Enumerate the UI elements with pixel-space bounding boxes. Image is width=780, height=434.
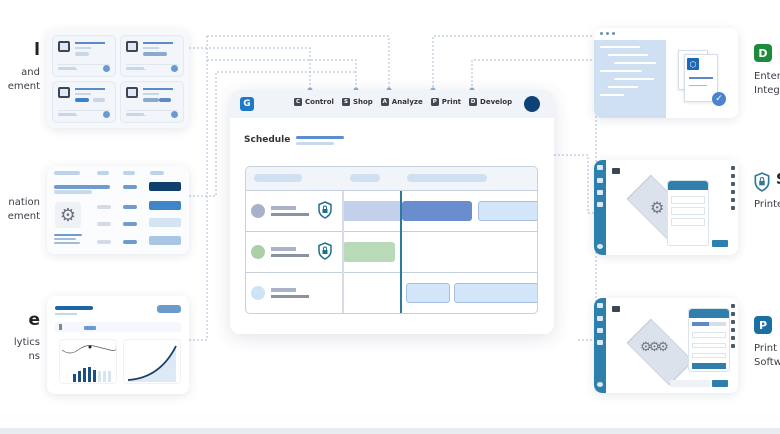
- printer-icon: [126, 87, 138, 98]
- right-section-print-software: Print Softw: [754, 343, 780, 368]
- folder-icon: [612, 168, 620, 174]
- schedule-row[interactable]: [246, 191, 537, 232]
- dropdown-dark[interactable]: [149, 182, 181, 191]
- connector-print: [432, 35, 596, 90]
- printer-card: [120, 81, 184, 123]
- security-app-preview: ⚙: [594, 160, 738, 255]
- bar-chart-thumb: [59, 339, 117, 384]
- dropdown-blue[interactable]: [149, 201, 181, 210]
- check-icon: ✓: [712, 92, 726, 106]
- printer-icon: [126, 41, 138, 52]
- shop-icon: S: [341, 98, 350, 106]
- connector-develop: [471, 59, 596, 90]
- left-section-analytics: e lytics ns: [13, 310, 40, 362]
- right-section-erp: Enter Integ: [754, 71, 780, 96]
- gear-icon: ⚙: [650, 198, 665, 217]
- shield-lock-icon: [318, 201, 332, 219]
- folder-icon: [612, 306, 620, 312]
- develop-icon: D: [469, 98, 478, 106]
- current-time-indicator: [400, 191, 402, 313]
- right-section-security-title: S: [776, 172, 780, 187]
- printer-icon: [58, 41, 70, 52]
- grid-header: [246, 167, 537, 191]
- right-section-security: Printe: [754, 199, 780, 210]
- d-app-icon: D: [754, 44, 772, 62]
- growth-chart-thumb: [123, 339, 181, 384]
- dropdown-mid[interactable]: [149, 236, 181, 245]
- automation-table-preview: ⚙: [47, 166, 189, 254]
- connector-left-top: [189, 36, 208, 341]
- left-section-automation: nation ement: [7, 197, 40, 222]
- schedule-grid: [245, 166, 538, 314]
- analytics-button[interactable]: [157, 305, 181, 313]
- gear-icon: ⚙: [55, 202, 81, 228]
- page-title: Schedule: [244, 135, 291, 145]
- connector-analyze: [207, 35, 390, 90]
- printer-card: [52, 35, 116, 77]
- connector-control: [189, 47, 311, 90]
- cube-icon: ⬡: [687, 58, 699, 70]
- analytics-preview: [47, 296, 189, 394]
- left-section-control: l and ement: [7, 40, 40, 92]
- avatar: [251, 286, 265, 300]
- gears-icon: ⚙⚙⚙: [640, 340, 669, 355]
- schedule-row[interactable]: [246, 273, 537, 313]
- analyze-icon: A: [380, 98, 389, 106]
- shield-lock-icon: [318, 242, 332, 260]
- erp-integration-preview: ⬡ ✓: [594, 28, 738, 118]
- print-software-preview: ⚙⚙⚙: [594, 298, 738, 393]
- printer-cards-preview: [47, 30, 189, 128]
- print-button[interactable]: [712, 240, 728, 247]
- printer-icon: [58, 87, 70, 98]
- avatar: [251, 204, 265, 218]
- connector-shop: [206, 36, 357, 90]
- printer-card: [120, 35, 184, 77]
- app-logo[interactable]: G: [240, 97, 254, 111]
- print-button[interactable]: [712, 380, 728, 387]
- avatar: [251, 245, 265, 259]
- shield-lock-icon: [754, 172, 770, 192]
- control-icon: C: [294, 98, 302, 106]
- schedule-row[interactable]: [246, 232, 537, 273]
- p-app-icon: P: [754, 316, 772, 334]
- user-avatar[interactable]: [524, 96, 540, 112]
- print-icon: P: [430, 98, 439, 106]
- dropdown-light[interactable]: [149, 218, 181, 227]
- printer-card: [52, 81, 116, 123]
- footer-divider: [0, 428, 780, 434]
